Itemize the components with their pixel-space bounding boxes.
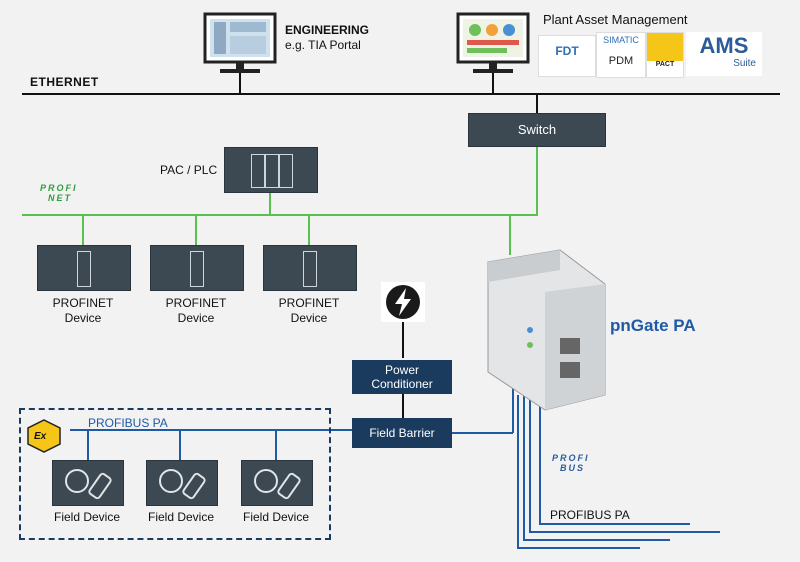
profibus-logo: PROFI BUS bbox=[552, 453, 590, 473]
fdt-logo: FDT bbox=[538, 35, 596, 77]
sensor-icon bbox=[180, 471, 208, 501]
gauge-icon bbox=[254, 469, 278, 493]
field-device-3-label: Field Device bbox=[242, 510, 310, 524]
field-barrier-node: Field Barrier bbox=[352, 418, 452, 448]
pa-output-4 bbox=[517, 395, 640, 549]
gauge-icon bbox=[159, 469, 183, 493]
ethernet-label: ETHERNET bbox=[30, 75, 99, 89]
engineering-subtitle: e.g. TIA Portal bbox=[285, 38, 361, 52]
plc-label: PAC / PLC bbox=[160, 163, 218, 177]
ex-hazard-icon bbox=[27, 419, 61, 453]
gateway-label: pnGate PA bbox=[610, 316, 696, 335]
switch-node: Switch bbox=[468, 113, 606, 147]
gateway-device-icon bbox=[487, 249, 606, 411]
gauge-icon bbox=[65, 469, 89, 493]
sensor-icon bbox=[275, 471, 303, 501]
pactware-logo: PACT bbox=[646, 32, 684, 78]
hazardous-zone bbox=[19, 408, 331, 540]
profinet-device-1 bbox=[37, 245, 131, 291]
pa-output-3 bbox=[523, 395, 670, 541]
profinet-device-3 bbox=[263, 245, 357, 291]
profinet-logo: PROFI NET bbox=[40, 183, 78, 203]
sensor-icon bbox=[86, 471, 114, 501]
field-device-3 bbox=[241, 460, 313, 506]
asset-monitor-icon bbox=[456, 12, 530, 73]
ex-symbol-label: Ex bbox=[34, 431, 47, 442]
pa-output-1 bbox=[539, 395, 690, 525]
field-device-2-label: Field Device bbox=[147, 510, 215, 524]
field-device-1-label: Field Device bbox=[53, 510, 121, 524]
engineering-monitor-icon bbox=[203, 12, 277, 73]
simatic-pdm-logo: SIMATIC PDM bbox=[596, 32, 646, 78]
ams-suite-logo: AMS Suite bbox=[686, 32, 762, 76]
profinet-device-2 bbox=[150, 245, 244, 291]
asset-mgmt-title: Plant Asset Management bbox=[543, 12, 688, 27]
field-device-1 bbox=[52, 460, 124, 506]
pa-output-2 bbox=[529, 395, 720, 533]
profibus-pa-right-label: PROFIBUS PA bbox=[550, 508, 630, 522]
plc-node bbox=[224, 147, 318, 193]
engineering-title: ENGINEERING bbox=[285, 23, 370, 37]
switch-label: Switch bbox=[517, 122, 557, 137]
hazard-zone-label: PROFIBUS PA bbox=[88, 416, 168, 430]
field-device-2 bbox=[146, 460, 218, 506]
lightning-power-icon bbox=[381, 282, 425, 322]
